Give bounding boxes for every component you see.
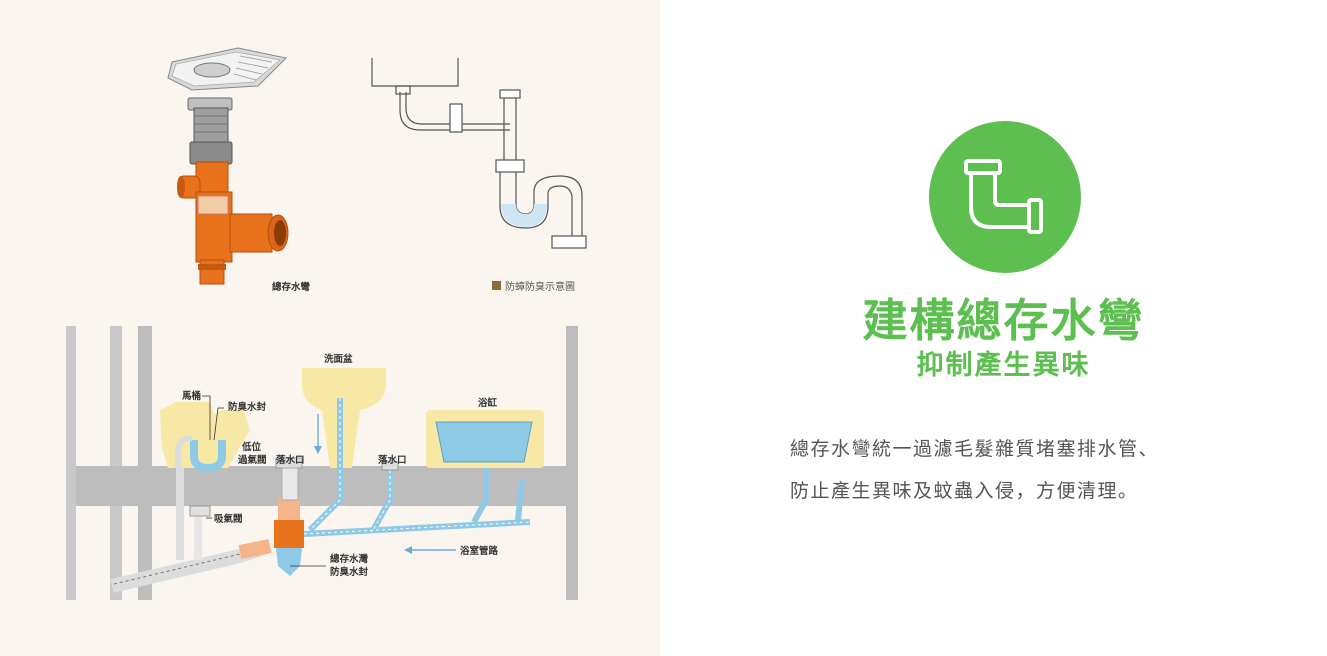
trap-product-label: 總存水彎 (272, 281, 311, 293)
label-bathtub: 浴缸 (478, 397, 498, 409)
label-low-valve-1: 低位 (241, 441, 262, 453)
feature-subtitle: 抑制產生異味 (916, 350, 1091, 381)
label-water-seal: 防臭水封 (228, 401, 267, 413)
label-low-valve-2: 過氣閥 (237, 454, 267, 466)
legend-square (492, 281, 501, 290)
toilet-shape (160, 402, 250, 468)
label-floor-drain-2: 落水口 (378, 454, 407, 466)
feature-panel: 建構總存水彎 抑制產生異味 總存水彎統一過濾毛髮雜質堵塞排水管、 防止產生異味及… (660, 0, 1327, 656)
label-floor-drain-1: 落水口 (276, 454, 305, 466)
washbasin-shape (302, 368, 386, 468)
label-toilet: 馬桶 (181, 390, 201, 402)
feature-description: 總存水彎統一過濾毛髮雜質堵塞排水管、 防止產生異味及蚊蟲入侵，方便清理。 (790, 428, 1230, 512)
pipe-elbow-icon (964, 159, 1043, 234)
legend-label: 防蟑防臭示意圖 (505, 280, 575, 293)
label-washbasin: 洗面盆 (324, 353, 353, 365)
description-line: 總存水彎統一過濾毛髮雜質堵塞排水管、 (790, 438, 1160, 460)
ptrap-line-drawing (371, 58, 587, 249)
label-trap-seal-1: 總存水灣 (330, 553, 369, 565)
drainage-system (66, 326, 578, 600)
label-bathroom-pipe: 浴室管路 (460, 545, 499, 557)
label-air-valve: 吸氣閥 (214, 513, 243, 525)
feature-title: 建構總存水彎 (862, 294, 1145, 347)
diagram-panel: 總存水彎 防蟑防臭示意圖 (0, 0, 660, 656)
icon-badge (929, 121, 1081, 273)
trap-product-illustration (167, 47, 289, 285)
description-line: 防止產生異味及蚊蟲入侵，方便清理。 (790, 480, 1139, 502)
label-trap-seal-2: 防臭水封 (330, 566, 369, 578)
drainage-diagram: 總存水彎 防蟑防臭示意圖 (66, 47, 587, 600)
